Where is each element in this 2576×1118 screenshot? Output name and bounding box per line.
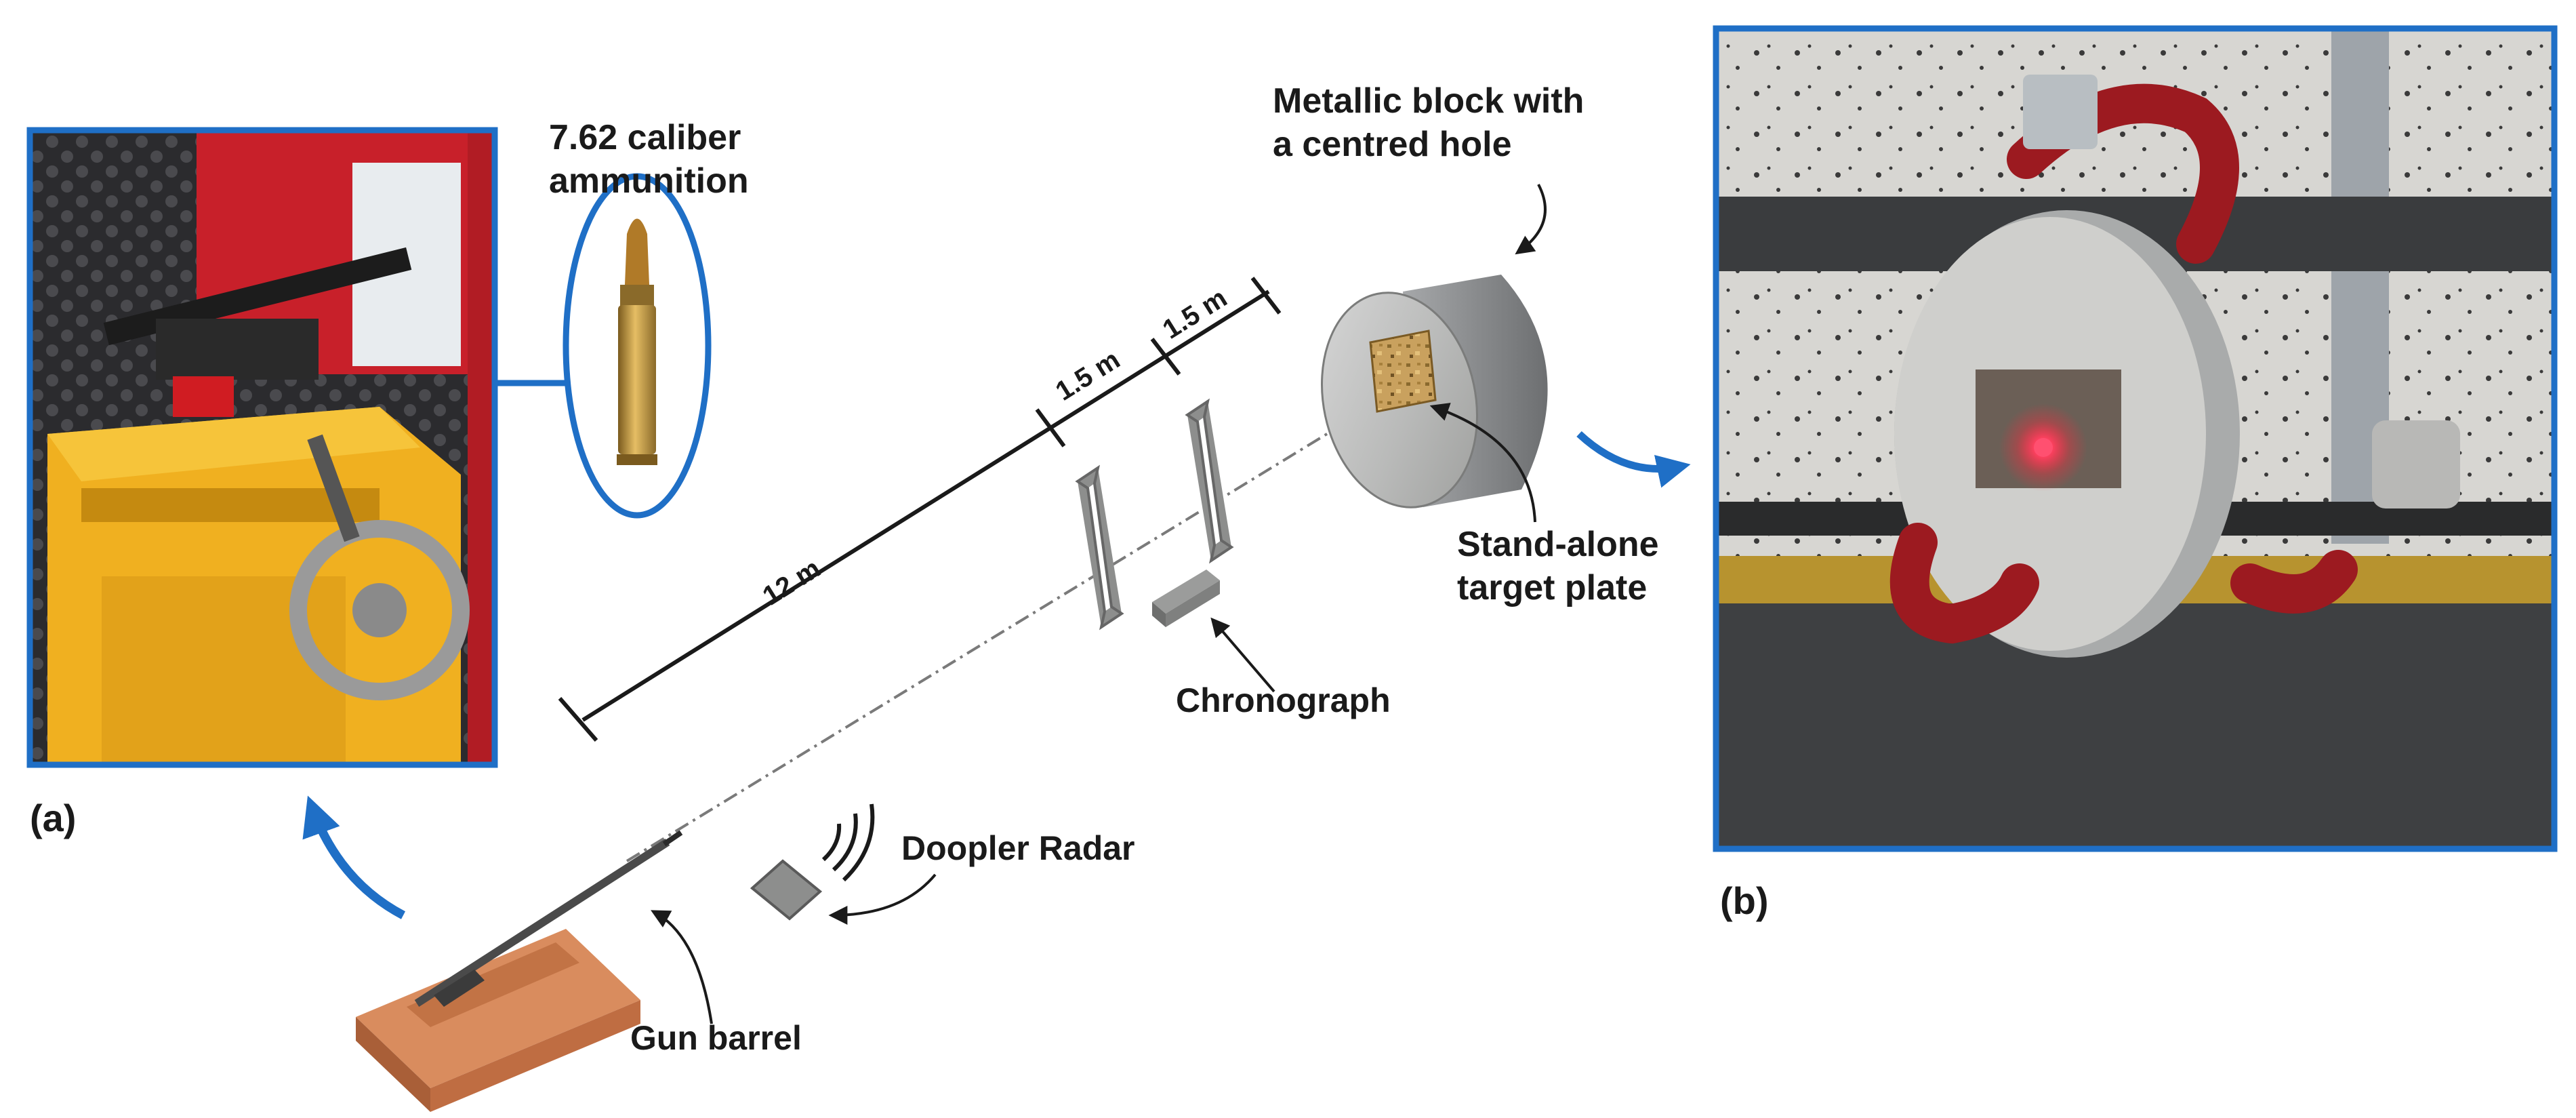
panel-b-label: (b) <box>1720 879 1769 922</box>
chronograph-label: Chronograph <box>1176 681 1391 719</box>
chronograph-pointer <box>1210 617 1275 693</box>
ammunition-label-line2: ammunition <box>549 161 749 201</box>
arrow-to-panel-a <box>302 795 406 919</box>
chronograph-unit <box>1152 570 1220 627</box>
target-plate <box>1369 330 1437 413</box>
distance-1-5m-label-first: 1.5 m <box>1050 344 1125 407</box>
target-block-photo <box>1716 28 2554 849</box>
target-pointer <box>1429 403 1536 523</box>
gun-mount-photo <box>30 130 495 765</box>
chronograph-gate-2 <box>1185 398 1234 564</box>
doppler-radar-device <box>750 803 875 921</box>
ammunition-label-line1: 7.62 caliber <box>549 118 741 157</box>
radar-label: Doopler Radar <box>901 829 1135 867</box>
block-label-line2: a centred hole <box>1273 125 1512 164</box>
chronograph-gate-1 <box>1075 464 1124 631</box>
trajectory-line <box>626 399 1384 862</box>
panel-b-frame <box>1713 25 2558 852</box>
radar-pointer <box>828 873 937 925</box>
panel-a-label: (a) <box>30 797 76 839</box>
distance-dimension-lines <box>558 277 1282 742</box>
panel-a-frame <box>26 127 498 768</box>
barrel-label: Gun barrel <box>630 1019 802 1057</box>
barrel-pointer <box>651 910 713 1024</box>
arrow-to-panel-b <box>1576 431 1691 488</box>
target-label-line1: Stand-alone <box>1457 525 1659 564</box>
block-label-line1: Metallic block with <box>1273 81 1584 121</box>
distance-12m-label: 12 m <box>758 553 826 612</box>
gun-barrel-assembly <box>356 830 683 1112</box>
target-label-line2: target plate <box>1457 568 1647 607</box>
ammunition-cartridge <box>563 173 712 519</box>
block-pointer <box>1515 184 1547 255</box>
